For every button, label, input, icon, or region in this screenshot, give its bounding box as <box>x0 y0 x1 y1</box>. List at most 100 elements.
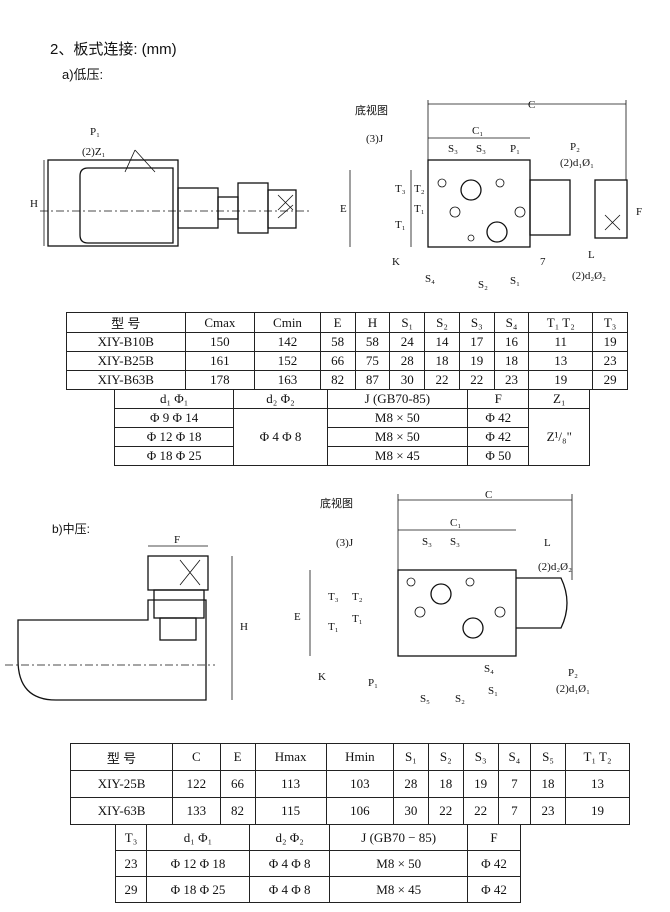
header-cell: J (GB70 − 85) <box>329 824 468 851</box>
header-cell: d₁ Φ₁ <box>113 389 235 409</box>
header-cell: Cmax <box>184 312 256 333</box>
dim-S4: S₄ <box>425 273 435 285</box>
table-cell: 14 <box>424 332 460 352</box>
table-cell: 75 <box>354 351 391 371</box>
table-cell: Φ 42 <box>467 427 530 447</box>
table-cell: 58 <box>319 332 356 352</box>
header-cell: S₃ <box>458 312 495 333</box>
table-cell: Φ 9 Φ 14 <box>113 408 235 428</box>
header-cell: Hmax <box>254 743 327 771</box>
dim-S1: S₁ <box>488 685 498 697</box>
table-cell: 19 <box>528 370 594 390</box>
table-cell: 103 <box>325 770 394 798</box>
table-cell: Φ 4 Φ 8 <box>248 850 331 877</box>
table-cell: 122 <box>172 770 221 798</box>
header-cell: T₃ <box>115 824 147 851</box>
table-cell: 19 <box>462 770 499 798</box>
header-cell: E <box>219 743 256 771</box>
bottom-view-label: 底视图 <box>320 496 353 510</box>
table-cell: 29 <box>592 370 628 390</box>
dim-S3a: S₃ <box>448 143 458 155</box>
table-cell: Φ 4 Φ 8 <box>248 876 331 903</box>
table-cell: 58 <box>354 332 391 352</box>
table-cell: 23 <box>115 850 147 877</box>
dim-F: F <box>174 534 180 546</box>
header-cell: T₁ T₂ <box>565 743 630 771</box>
table-cell: 13 <box>528 351 594 371</box>
table-cell: Φ 18 Φ 25 <box>146 876 250 903</box>
table-cell: 87 <box>354 370 391 390</box>
table-cell: M8 × 45 <box>329 876 468 903</box>
dim-T3: T₃ <box>395 183 406 195</box>
table-cell: Z¹/₈" <box>528 408 590 466</box>
label-d2: (2)d₂Ø₂ <box>538 561 572 573</box>
table-cell: M8 × 45 <box>326 446 469 466</box>
dim-7: 7 <box>540 256 546 268</box>
table-cell: 19 <box>592 332 628 352</box>
table-cell: Φ 18 Φ 25 <box>113 446 235 466</box>
label-d1: (2)d₁Ø₁ <box>560 157 594 169</box>
table-cell: XIY-63B <box>69 797 174 825</box>
header-cell: Hmin <box>325 743 394 771</box>
header-cell: S₁ <box>392 743 429 771</box>
header-cell: Cmin <box>254 312 321 333</box>
dim-C1: C₁ <box>472 125 483 137</box>
table-cell: M8 × 50 <box>329 850 468 877</box>
label-P2: P₂ <box>570 141 580 153</box>
dim-T3: T₃ <box>328 591 339 603</box>
dim-E: E <box>340 203 347 215</box>
dim-S4: S₄ <box>484 663 494 675</box>
table-cell: 22 <box>424 370 460 390</box>
header-cell: S₃ <box>462 743 499 771</box>
dim-S2: S₂ <box>455 693 465 705</box>
table-cell: 22 <box>458 370 495 390</box>
table-cell: Φ 12 Φ 18 <box>113 427 235 447</box>
table-cell: 7 <box>497 770 532 798</box>
header-cell: T₃ <box>592 312 628 333</box>
header-cell: Z₁ <box>528 389 590 409</box>
table-cell: 66 <box>319 351 356 371</box>
table-cell: 23 <box>493 370 530 390</box>
table-cell: 150 <box>184 332 256 352</box>
table-cell: 22 <box>427 797 464 825</box>
bottom-view-label: 底视图 <box>355 103 388 117</box>
label-d1: (2)d₁Ø₁ <box>556 683 590 695</box>
header-cell: d₂ Φ₂ <box>233 389 328 409</box>
table-cell: 7 <box>497 797 532 825</box>
label-J: (3)J <box>336 537 354 549</box>
table-cell: 82 <box>319 370 356 390</box>
table-cell: 23 <box>592 351 628 371</box>
table-cell: 19 <box>458 351 495 371</box>
table-cell: 29 <box>115 876 147 903</box>
header-cell: F <box>466 824 522 851</box>
table-cell: XIY-B25B <box>66 351 186 371</box>
table-cell: 142 <box>254 332 321 352</box>
dim-F: F <box>636 206 642 218</box>
table-cell: 18 <box>424 351 460 371</box>
table-cell: 18 <box>530 770 566 798</box>
table-cell: 28 <box>389 351 426 371</box>
header-cell: F <box>467 389 530 409</box>
table-cell: 161 <box>184 351 256 371</box>
table-cell: 17 <box>458 332 495 352</box>
medium-pressure-heading: b)中压: <box>52 522 91 536</box>
dim-T1b: T₁ <box>352 613 363 625</box>
table-cell: 133 <box>172 797 221 825</box>
dim-T1a: T₁ <box>328 621 339 633</box>
table-cell: 30 <box>389 370 426 390</box>
section-heading: 2、板式连接: (mm) <box>50 41 177 58</box>
medium-pressure-bottom-view: 底视图 C C₁ (3)J S₃ S₃ L (2)d₂Ø₂ E T₃ T₂ T₁… <box>294 489 590 705</box>
table-cell: 13 <box>565 770 630 798</box>
